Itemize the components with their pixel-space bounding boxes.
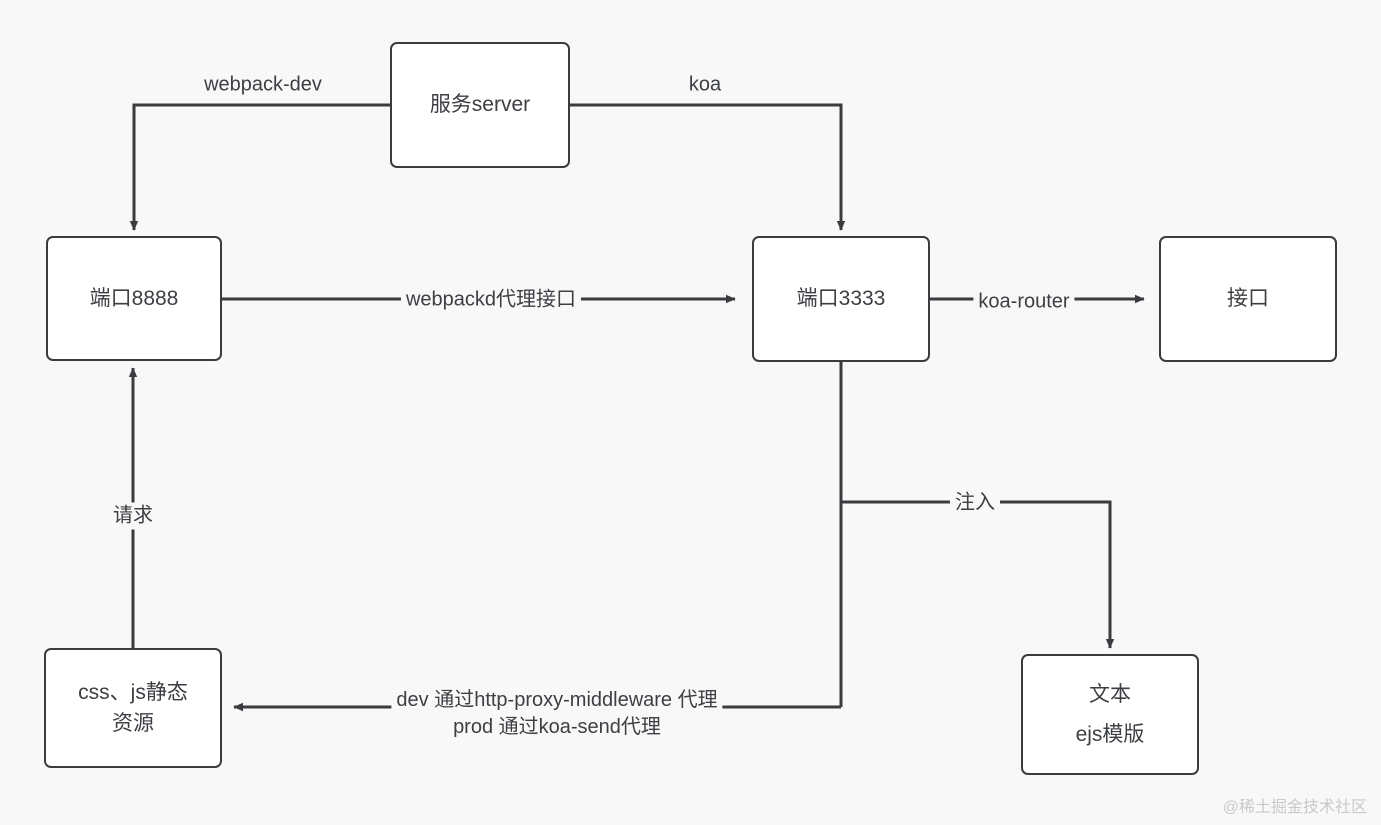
node-api-label: 接口 [1227,287,1269,311]
edge-3333-to-ejs [841,500,1115,649]
watermark: @稀土掘金技术社区 [1222,799,1367,816]
edge-server-to-3333 [570,103,846,231]
node-ejs-template-label: 文本 [1089,682,1131,706]
node-server[interactable]: 服务server [390,42,570,168]
node-port-8888-label: 端口8888 [89,286,179,310]
node-port-3333[interactable]: 端口3333 [752,236,930,362]
edge-label-inject: 注入 [950,489,1000,517]
edge-label-koa-router: koa-router [973,288,1075,316]
edge-label-webpackd-proxy: webpackd代理接口 [400,286,582,314]
node-port-3333-label: 端口3333 [796,287,886,311]
node-ejs-template-label-2: ejs模版 [1075,722,1145,746]
edge-label-koa: koa [683,71,727,99]
edge-label-request: 请求 [108,502,158,530]
edge-label-proxy-modes: dev 通过http-proxy-middleware 代理 prod 通过ko… [391,687,723,741]
edge-server-to-8888 [129,103,390,231]
node-server-label: 服务server [429,93,531,117]
node-static-assets-label-2: 资源 [112,712,154,735]
node-static-assets-label: css、js静态 [78,680,188,704]
edge-label-webpack-dev: webpack-dev [199,71,327,99]
node-static-assets[interactable]: css、js静态 资源 [44,648,222,768]
node-api[interactable]: 接口 [1159,236,1337,362]
node-port-8888[interactable]: 端口8888 [46,236,222,361]
node-ejs-template[interactable]: 文本 ejs模版 [1021,654,1199,775]
